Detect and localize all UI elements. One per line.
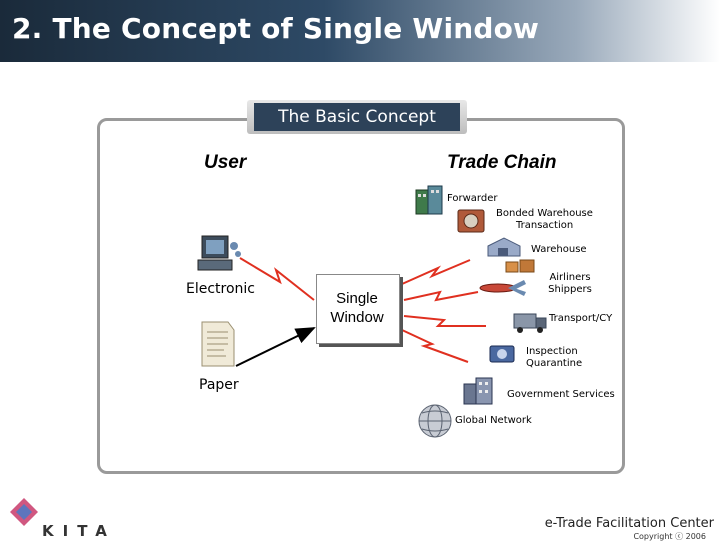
footer-org: e-Trade Facilitation Center: [544, 516, 714, 531]
warehouse-icon: [487, 237, 521, 257]
slide-title: 2. The Concept of Single Window: [12, 12, 540, 45]
concept-frame: [97, 118, 625, 474]
forwarder-label: Forwarder: [447, 193, 498, 204]
forwarder-icon: [415, 185, 443, 215]
airliners-label: Airliners Shippers: [548, 272, 592, 295]
globe-icon: [418, 404, 452, 438]
paper-label: Paper: [199, 377, 239, 393]
global-network-label: Global Network: [455, 415, 532, 426]
electronic-lightning: [239, 257, 315, 301]
inspection-icon: [489, 345, 515, 363]
inspection-label: Inspection Quarantine: [526, 346, 583, 369]
concept-title: The Basic Concept: [254, 103, 460, 131]
cargo-icon: [505, 259, 535, 273]
bonded-warehouse-label: Bonded Warehouse Transaction: [496, 208, 593, 231]
title-bar: [0, 0, 720, 62]
bonded-warehouse-icon: [457, 209, 485, 233]
paper-icon: [201, 321, 235, 367]
lightning-transport: [403, 315, 486, 327]
electronic-label: Electronic: [186, 281, 256, 297]
computer-icon: [197, 235, 241, 271]
kita-logo-icon: [10, 498, 38, 526]
lightning-warehouse: [401, 259, 471, 285]
government-label: Government Services: [507, 389, 615, 400]
trade-chain-header: Trade Chain: [447, 152, 557, 173]
truck-icon: [513, 313, 547, 333]
paper-arrow: [235, 327, 316, 367]
single-window-box: [316, 274, 400, 344]
lightning-airliners: [403, 290, 479, 302]
government-icon: [463, 377, 493, 405]
airplane-icon: [479, 280, 526, 296]
footer-copyright: Copyright ⓒ 2006: [633, 532, 706, 541]
single-window-label: Single Window: [330, 290, 384, 326]
lightning-inspection: [401, 329, 469, 363]
kita-logo-text: KITA: [42, 522, 116, 540]
transport-label: Transport/CY: [549, 313, 613, 324]
warehouse-label: Warehouse: [531, 244, 587, 255]
user-header: User: [204, 152, 247, 173]
